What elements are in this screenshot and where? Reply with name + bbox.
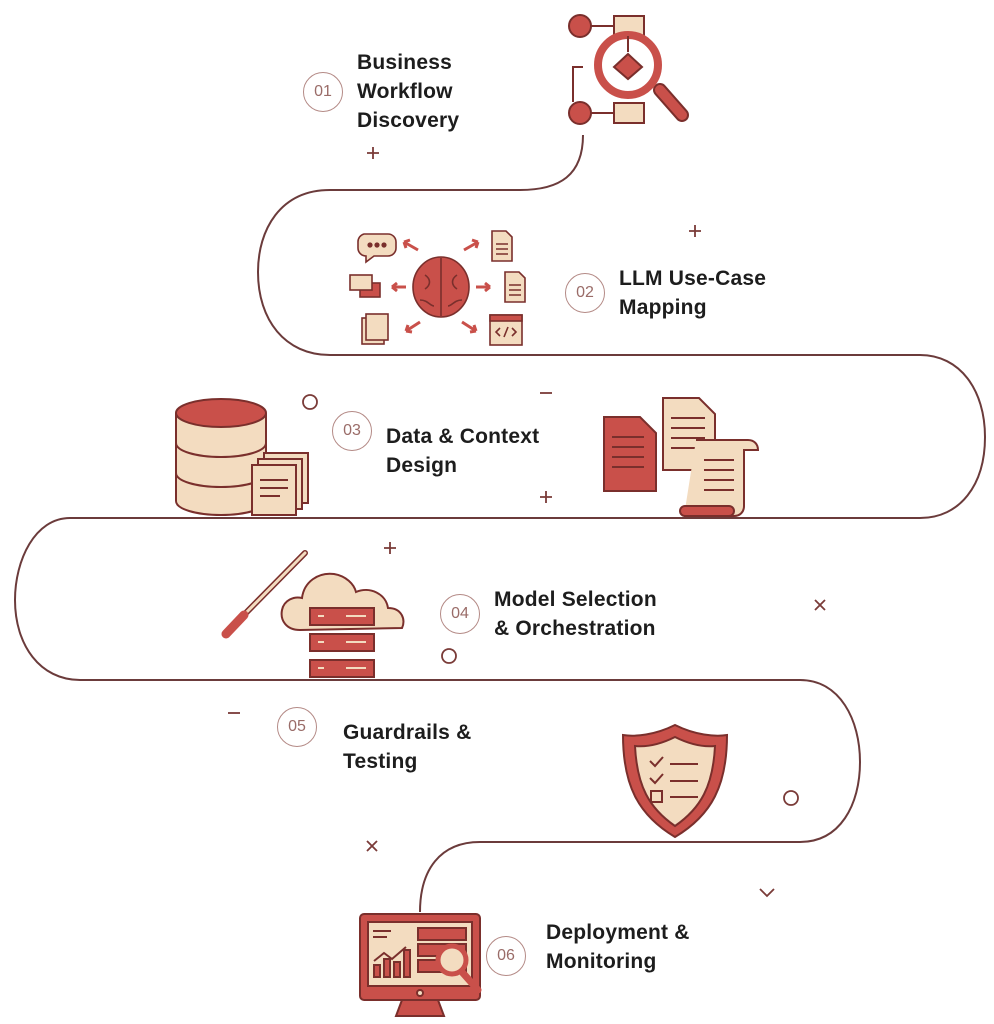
step-5: 05 Guardrails &Testing <box>277 707 472 776</box>
step-number-badge: 03 <box>332 411 372 451</box>
plus-icon <box>689 225 701 237</box>
step-title: Deployment &Monitoring <box>546 921 690 973</box>
step-number-badge: 02 <box>565 273 605 313</box>
decoration-marks <box>228 147 826 898</box>
plus-icon <box>540 491 552 503</box>
plus-icon <box>384 542 396 554</box>
step-4: 04 Model Selection& Orchestration <box>440 585 657 643</box>
cloud-server-icon <box>221 550 405 678</box>
brain-mapping-icon <box>349 230 526 346</box>
step-title: Guardrails &Testing <box>343 721 472 773</box>
cross-icon <box>366 840 378 852</box>
plus-icon <box>367 147 379 159</box>
circle-icon <box>441 648 457 664</box>
roadmap-path <box>13 134 987 913</box>
monitor-analytics-icon <box>359 913 482 1017</box>
step-number-badge: 06 <box>486 936 526 976</box>
shield-checklist-icon <box>621 723 729 839</box>
step-title: Model Selection& Orchestration <box>494 588 657 640</box>
step-number-badge: 04 <box>440 594 480 634</box>
circle-icon <box>783 790 799 806</box>
chevron-down-icon <box>759 888 775 898</box>
circle-icon <box>302 394 318 410</box>
step-6: 06 Deployment &Monitoring <box>486 918 690 976</box>
step-number-badge: 05 <box>277 707 317 747</box>
step-number-badge: 01 <box>303 71 343 112</box>
database-documents-icon <box>175 397 760 517</box>
cross-icon <box>814 599 826 611</box>
workflow-magnifier-icon <box>568 14 689 125</box>
